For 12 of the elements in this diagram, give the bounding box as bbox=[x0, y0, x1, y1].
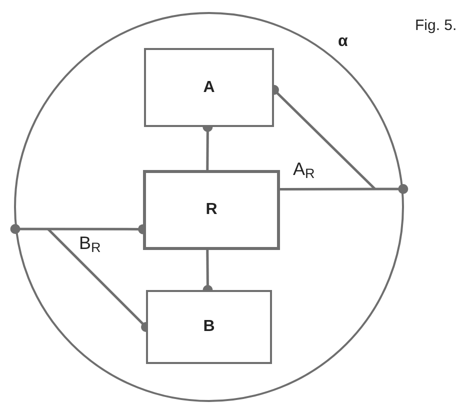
figure-label: Fig. 5. bbox=[415, 16, 457, 36]
process-box bbox=[143, 170, 280, 250]
box-label: A bbox=[203, 78, 215, 98]
edge-label: B$_{R}$ bbox=[78, 234, 102, 252]
box-label: B bbox=[203, 317, 215, 337]
connector-line bbox=[280, 184, 408, 194]
process-box bbox=[146, 290, 272, 364]
region-label: α bbox=[338, 32, 348, 52]
box-label: R bbox=[206, 200, 218, 220]
edge-label: A$_{R}$ bbox=[292, 160, 316, 178]
process-box bbox=[144, 48, 274, 127]
circle-boundary bbox=[14, 12, 404, 402]
